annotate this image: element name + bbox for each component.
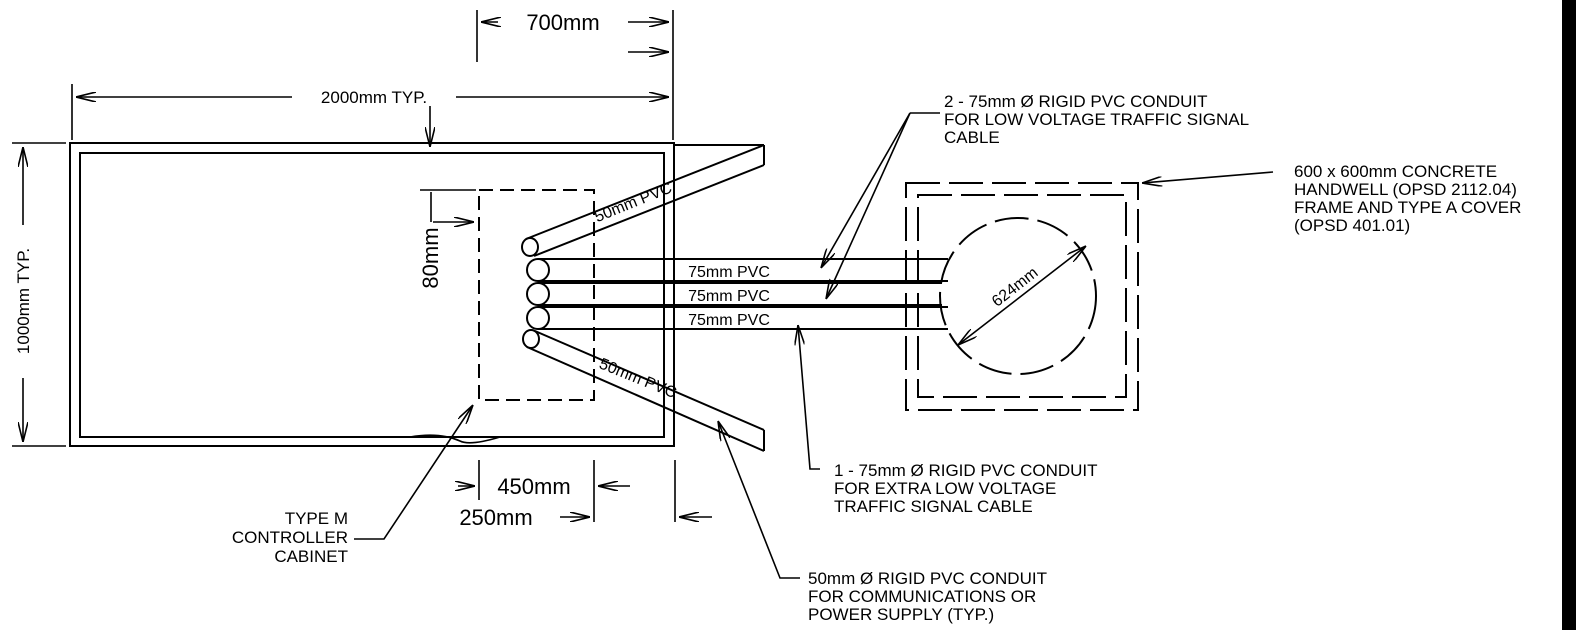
note-line: FOR LOW VOLTAGE TRAFFIC SIGNAL [944,110,1249,129]
conduit-50mm-top [521,144,765,257]
note-line: CABLE [944,128,1000,147]
conduit-75mm-1 [526,258,948,282]
dimension-lines [12,10,712,522]
label-75mm-pvc-1: 75mm PVC [688,264,770,281]
conduit-50mm-bottom [522,329,765,452]
conduit-75mm-3 [526,306,948,330]
note-line: FOR COMMUNICATIONS OR [808,587,1036,606]
note-line: CONTROLLER [232,528,348,547]
note-extra-low-voltage: 1 - 75mm Ø RIGID PVC CONDUIT FOR EXTRA L… [834,461,1098,516]
dim-1000: 1000mm TYP. [14,248,33,354]
note-line: (OPSD 401.01) [1294,216,1410,235]
note-low-voltage: 2 - 75mm Ø RIGID PVC CONDUIT FOR LOW VOL… [944,92,1249,147]
dim-2000: 2000mm TYP. [321,88,427,107]
note-line: 1 - 75mm Ø RIGID PVC CONDUIT [834,461,1098,480]
label-50mm-pvc-top: 50mm PVC [592,180,674,226]
controller-cabinet-outline [478,189,595,401]
label-75mm-pvc-3: 75mm PVC [688,312,770,329]
note-line: FOR EXTRA LOW VOLTAGE [834,479,1056,498]
note-line: TRAFFIC SIGNAL CABLE [834,497,1033,516]
sheet-border [1562,0,1576,630]
label-75mm-pvc-2: 75mm PVC [688,288,770,305]
note-line: TYPE M [285,509,348,528]
dim-700: 700mm [526,10,599,35]
dim-250: 250mm [459,505,532,530]
dim-450: 450mm [497,474,570,499]
leader-lines [354,112,1274,579]
conduit-75mm-2 [526,282,942,306]
concrete-pad [69,142,675,447]
dim-80: 80mm [418,227,443,288]
note-line: 600 x 600mm CONCRETE [1294,162,1497,181]
note-line: CABINET [274,547,348,566]
note-line: 50mm Ø RIGID PVC CONDUIT [808,569,1047,588]
note-handwell: 600 x 600mm CONCRETE HANDWELL (OPSD 2112… [1294,162,1521,235]
note-line: POWER SUPPLY (TYP.) [808,605,994,624]
note-line: HANDWELL (OPSD 2112.04) [1294,180,1517,199]
note-communications: 50mm Ø RIGID PVC CONDUIT FOR COMMUNICATI… [808,569,1047,624]
note-line: 2 - 75mm Ø RIGID PVC CONDUIT [944,92,1208,111]
handwell [905,182,1139,411]
note-controller-cabinet: TYPE M CONTROLLER CABINET [232,509,348,566]
note-line: FRAME AND TYPE A COVER [1294,198,1521,217]
